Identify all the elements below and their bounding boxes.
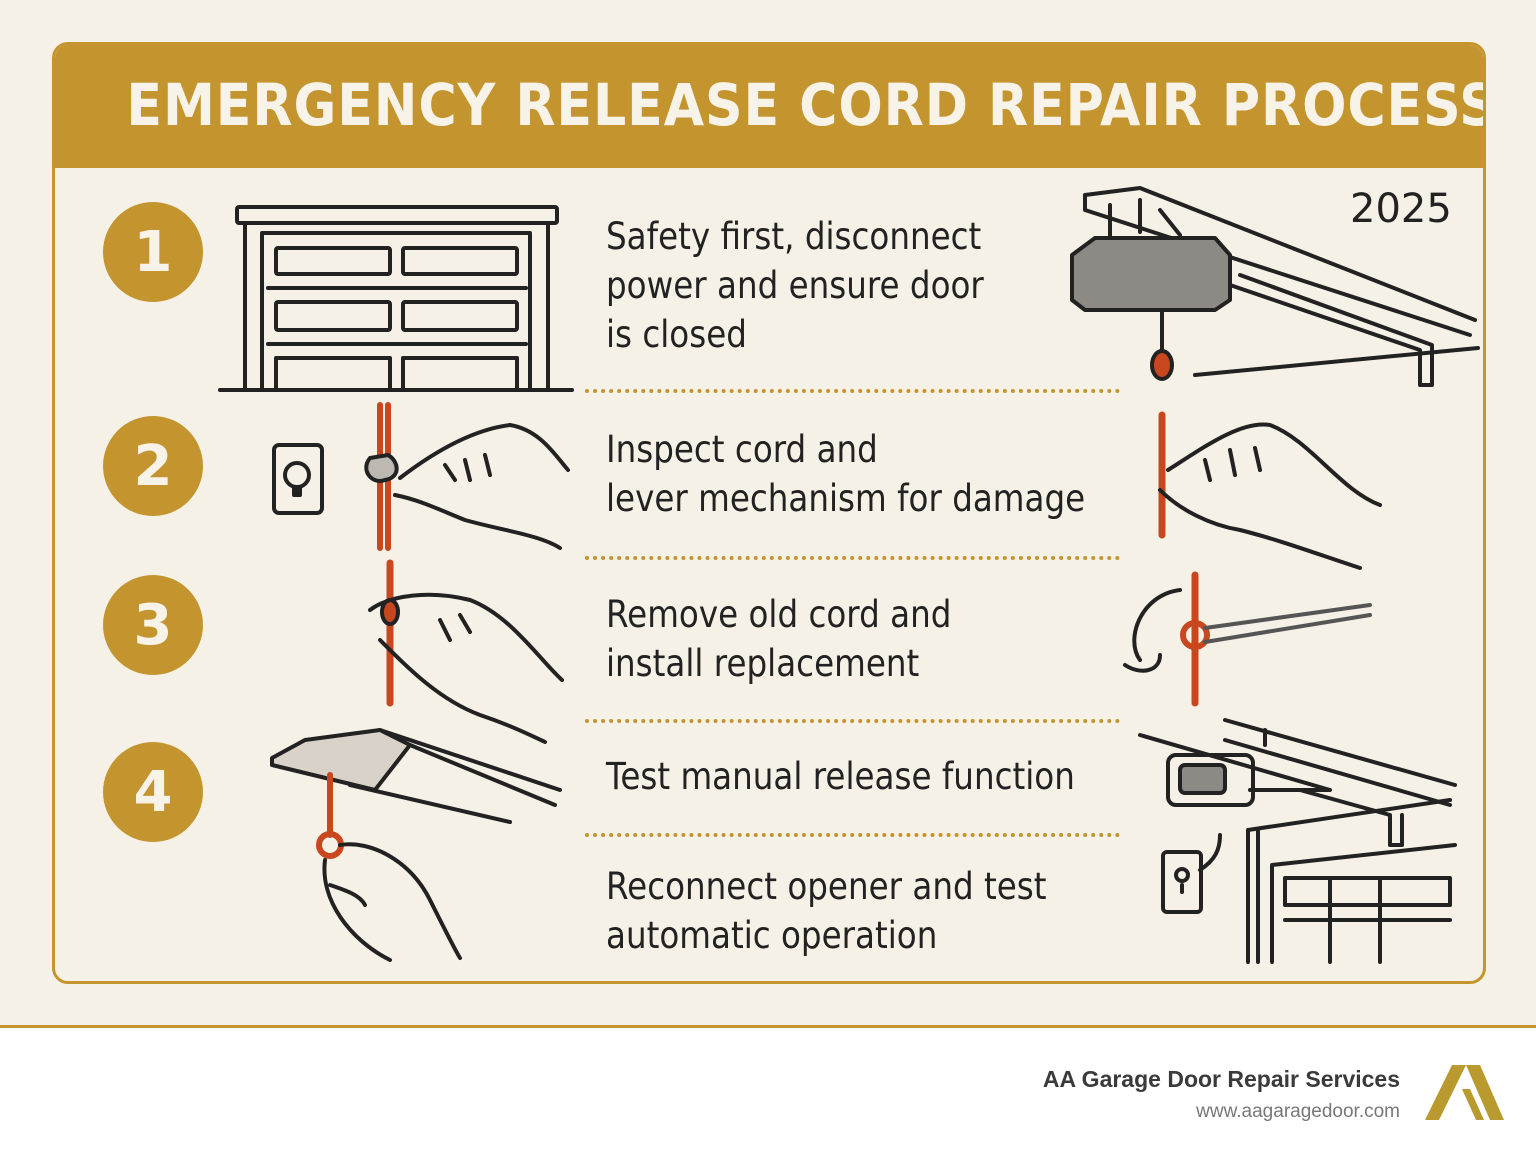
company-name: AA Garage Door Repair Services xyxy=(1042,1066,1400,1092)
step-1-line: Safety first, disconnect xyxy=(606,215,982,258)
step-3-line: Remove old cord and xyxy=(606,593,952,636)
hand-inspecting-lever-icon xyxy=(1158,411,1382,570)
divider xyxy=(585,556,1120,560)
step-2-line: lever mechanism for damage xyxy=(606,477,1086,520)
title-banner: EMERGENCY RELEASE CORD REPAIR PROCESS xyxy=(55,45,1483,168)
year-label: 2025 xyxy=(1350,186,1452,232)
cord-install-lever-icon xyxy=(1123,571,1372,707)
step-4-line: Test manual release function xyxy=(606,755,1075,798)
step-5-line: automatic operation xyxy=(606,914,938,957)
step-4-badge: 4 xyxy=(103,742,203,842)
step-4-text: Test manual release function xyxy=(606,752,1075,801)
opener-reconnected-icon xyxy=(1138,718,1457,964)
step-5-line: Reconnect opener and test xyxy=(606,865,1047,908)
divider xyxy=(585,389,1120,393)
hand-pulling-release-icon xyxy=(270,728,562,962)
step-5-text: Reconnect opener and test automatic oper… xyxy=(606,862,1047,960)
footer: AA Garage Door Repair Services www.aagar… xyxy=(0,1025,1536,1157)
opener-icon xyxy=(1070,186,1480,387)
garage-door-icon xyxy=(218,205,574,392)
divider xyxy=(585,719,1120,723)
power-outlet-icon xyxy=(272,443,324,515)
divider xyxy=(585,833,1120,837)
hand-inspecting-cord-icon xyxy=(364,402,570,551)
step-2-text: Inspect cord and lever mechanism for dam… xyxy=(606,425,1085,523)
step-2-line: Inspect cord and xyxy=(606,428,878,471)
step-3-badge: 3 xyxy=(103,575,203,675)
step-1-line: is closed xyxy=(606,313,747,356)
page-title: EMERGENCY RELEASE CORD REPAIR PROCESS xyxy=(126,71,1486,139)
step-1-text: Safety first, disconnect power and ensur… xyxy=(606,212,984,359)
step-3-text: Remove old cord and install replacement xyxy=(606,590,951,688)
step-1-badge: 1 xyxy=(103,202,203,302)
company-url[interactable]: www.aagaragedoor.com xyxy=(1196,1101,1400,1122)
step-1-line: power and ensure door xyxy=(606,264,984,307)
illustrations xyxy=(218,186,1480,964)
company-logo-icon xyxy=(1425,1065,1504,1120)
step-2-badge: 2 xyxy=(103,416,203,516)
step-3-line: install replacement xyxy=(606,642,920,685)
hand-replacing-cord-icon xyxy=(368,559,564,744)
